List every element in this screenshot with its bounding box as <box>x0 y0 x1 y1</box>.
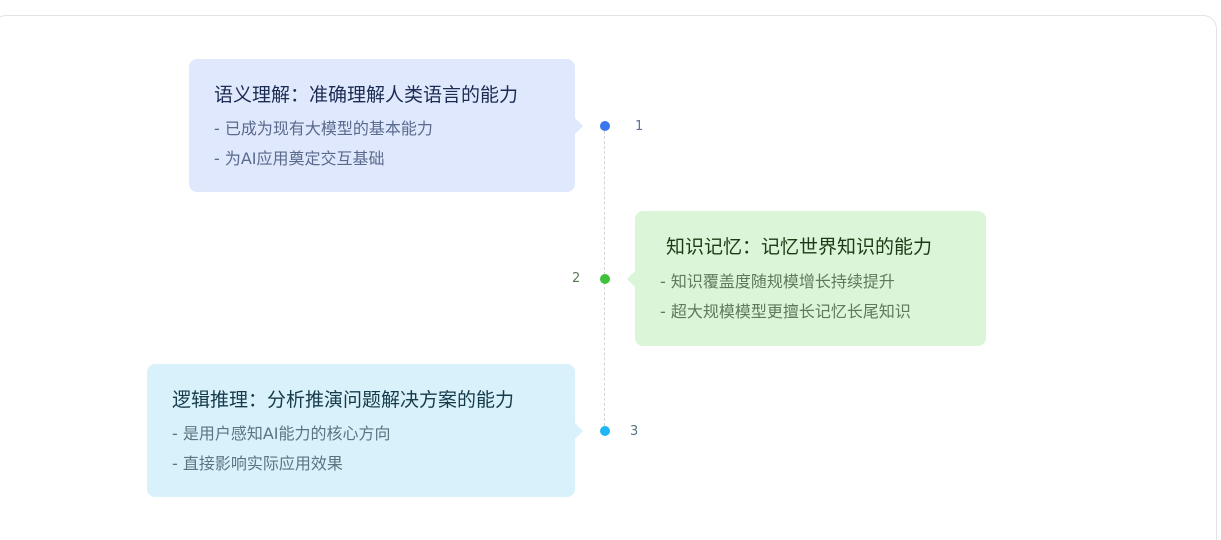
timeline-dot-2 <box>600 274 610 284</box>
card-point: - 已成为现有大模型的基本能力 <box>214 119 433 138</box>
timeline-card-semantic-understanding: 语义理解：准确理解人类语言的能力 - 已成为现有大模型的基本能力 - 为AI应用… <box>189 59 575 192</box>
timeline-index-2: 2 <box>572 271 581 286</box>
timeline-index-3: 3 <box>630 424 639 439</box>
card-pointer <box>575 118 583 134</box>
card-point: - 是用户感知AI能力的核心方向 <box>172 424 391 443</box>
card-point: - 直接影响实际应用效果 <box>172 454 343 473</box>
timeline-card-logical-reasoning: 逻辑推理：分析推演问题解决方案的能力 - 是用户感知AI能力的核心方向 - 直接… <box>147 364 575 497</box>
card-point: - 超大规模模型更擅长记忆长尾知识 <box>660 302 911 321</box>
timeline-dot-1 <box>600 121 610 131</box>
card-title: 逻辑推理：分析推演问题解决方案的能力 <box>172 389 515 411</box>
timeline-card-knowledge-memory: 知识记忆：记忆世界知识的能力 - 知识覆盖度随规模增长持续提升 - 超大规模模型… <box>635 211 986 346</box>
card-point: - 为AI应用奠定交互基础 <box>214 149 385 168</box>
timeline-dot-3 <box>600 426 610 436</box>
card-pointer <box>627 271 635 287</box>
card-title: 知识记忆：记忆世界知识的能力 <box>666 236 933 258</box>
card-title: 语义理解：准确理解人类语言的能力 <box>214 84 519 106</box>
card-pointer <box>575 423 583 439</box>
timeline-index-1: 1 <box>635 119 644 134</box>
card-point: - 知识覆盖度随规模增长持续提升 <box>660 272 895 291</box>
